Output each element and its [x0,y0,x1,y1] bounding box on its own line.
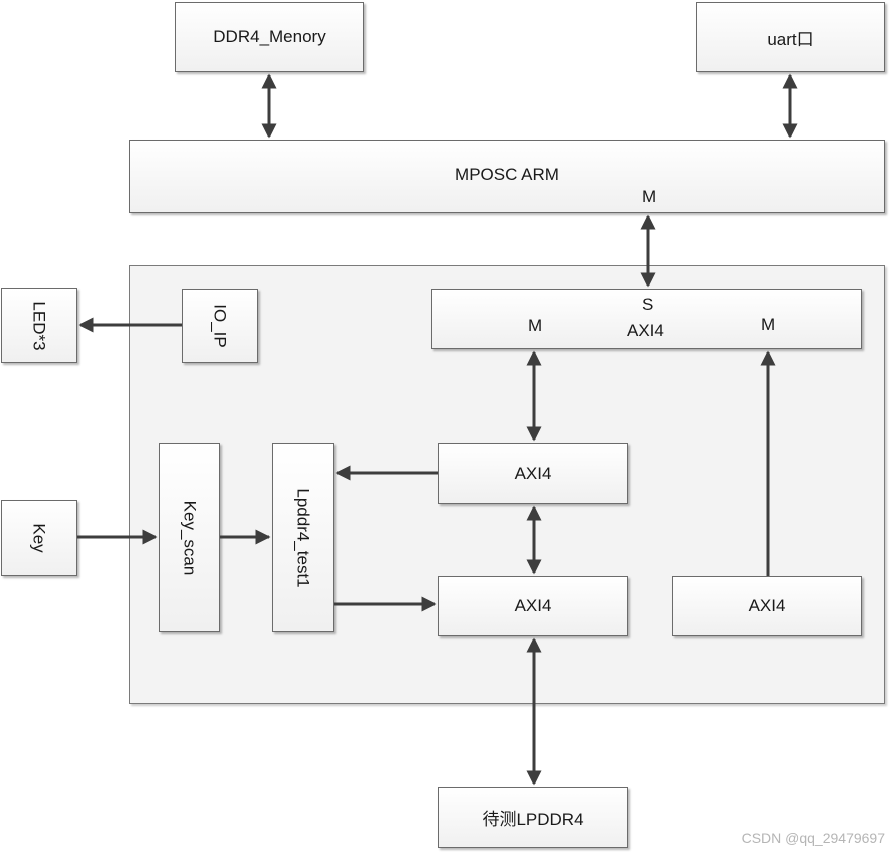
axi4-interconnect-label: AXI4 [627,321,664,340]
axi4-interconnect-slave-port: S [642,295,654,314]
ddr4-memory-block: DDR4_Menory [175,2,364,72]
axi4-interconnect-master-port-right: M [761,315,776,334]
axi4-mid-block: AXI4 [438,443,628,504]
watermark-text: CSDN @qq_29479697 [741,830,885,846]
dut-lpddr4-block: 待测LPDDR4 [438,787,628,848]
ddr4-memory-label: DDR4_Menory [213,27,326,46]
axi4-right-block: AXI4 [672,576,862,636]
mposc-arm-block: MPOSC ARM [129,140,885,213]
io-ip-block: IO_IP [182,289,258,363]
axi4-interconnect-block [431,289,862,349]
axi4-right-label: AXI4 [748,596,786,615]
key-scan-block: Key_scan [159,443,220,632]
uart-block: uart口 [696,2,885,72]
dut-lpddr4-label: 待测LPDDR4 [482,810,584,829]
led-block: LED*3 [1,288,77,363]
mposc-arm-label: MPOSC ARM [455,164,559,184]
lpddr4-test-block: Lpddr4_test1 [272,443,334,632]
axi4-mid-label: AXI4 [514,463,552,483]
uart-label: uart口 [767,29,814,49]
mposc-master-port-label: M [642,187,657,206]
axi4-low-block: AXI4 [438,576,628,636]
axi4-low-label: AXI4 [514,596,552,615]
axi4-interconnect-master-port-left: M [528,316,543,335]
key-block: Key [1,500,77,576]
